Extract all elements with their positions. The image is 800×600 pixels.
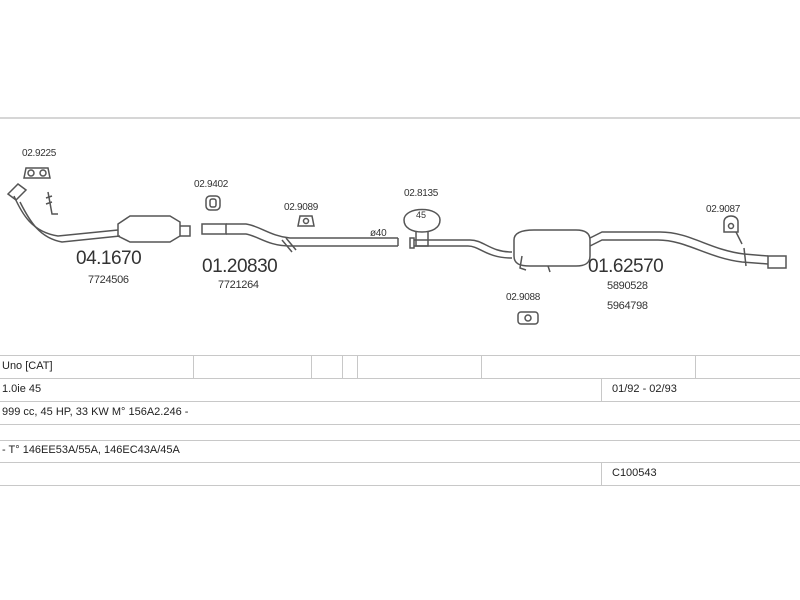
col-divider xyxy=(601,462,602,485)
oem-number-7721264: 7721264 xyxy=(218,279,259,291)
part-code-029088: 02.9088 xyxy=(506,292,541,303)
gasket-029225-icon xyxy=(23,167,51,179)
col-divider xyxy=(481,355,482,378)
col-divider xyxy=(601,378,602,401)
part-code-029087: 02.9087 xyxy=(706,204,741,215)
table-row-spacer xyxy=(0,424,800,441)
rubber-mount-029087-icon xyxy=(723,215,743,245)
col-divider xyxy=(357,355,358,378)
rear-silencer-0162570 xyxy=(409,229,787,273)
col-divider xyxy=(695,355,696,378)
type-cell: - T° 146EE53A/55A, 146EC43A/45A xyxy=(2,444,180,456)
col-divider xyxy=(342,355,343,378)
clamp-029402-icon xyxy=(205,195,221,211)
period-cell: 01/92 - 02/93 xyxy=(612,383,677,395)
middle-pipe-0120830 xyxy=(201,223,399,253)
table-row-model: Uno [CAT] xyxy=(0,355,800,379)
bolt-icon xyxy=(45,191,58,215)
part-code-0120830: 01.20830 xyxy=(202,256,278,277)
part-code-029089: 02.9089 xyxy=(284,202,319,213)
rubber-ring-029089-icon xyxy=(297,215,315,227)
table-row-version: 1.0ie 45 01/92 - 02/93 xyxy=(0,378,800,402)
engine-cell: 999 cc, 45 HP, 33 KW M° 156A2.246 - xyxy=(2,406,189,418)
part-code-029402: 02.9402 xyxy=(194,179,229,190)
exhaust-diagram xyxy=(0,117,800,325)
pipe-diameter-label: ø40 xyxy=(370,228,387,239)
clamp-size-label: 45 xyxy=(416,210,427,220)
oem-number-5964798: 5964798 xyxy=(607,300,648,312)
ref-cell: C100543 xyxy=(612,467,657,479)
col-divider xyxy=(193,355,194,378)
version-cell: 1.0ie 45 xyxy=(2,383,42,395)
front-pipe-catalyst-041670 xyxy=(6,183,191,243)
rubber-mount-029088-icon xyxy=(517,311,539,325)
oem-number-5890528: 5890528 xyxy=(607,280,648,292)
table-row-type: - T° 146EE53A/55A, 146EC43A/45A xyxy=(0,440,800,463)
part-code-0162570: 01.62570 xyxy=(588,256,664,277)
table-row-ref: C100543 xyxy=(0,462,800,486)
table-row-engine: 999 cc, 45 HP, 33 KW M° 156A2.246 - xyxy=(0,401,800,425)
col-divider xyxy=(311,355,312,378)
part-code-041670: 04.1670 xyxy=(76,248,142,269)
part-code-028135: 02.8135 xyxy=(404,188,439,199)
table-bottom-border xyxy=(0,485,800,486)
oem-number-7724506: 7724506 xyxy=(88,274,129,286)
part-code-029225: 02.9225 xyxy=(22,148,57,159)
model-cell: Uno [CAT] xyxy=(2,360,53,372)
